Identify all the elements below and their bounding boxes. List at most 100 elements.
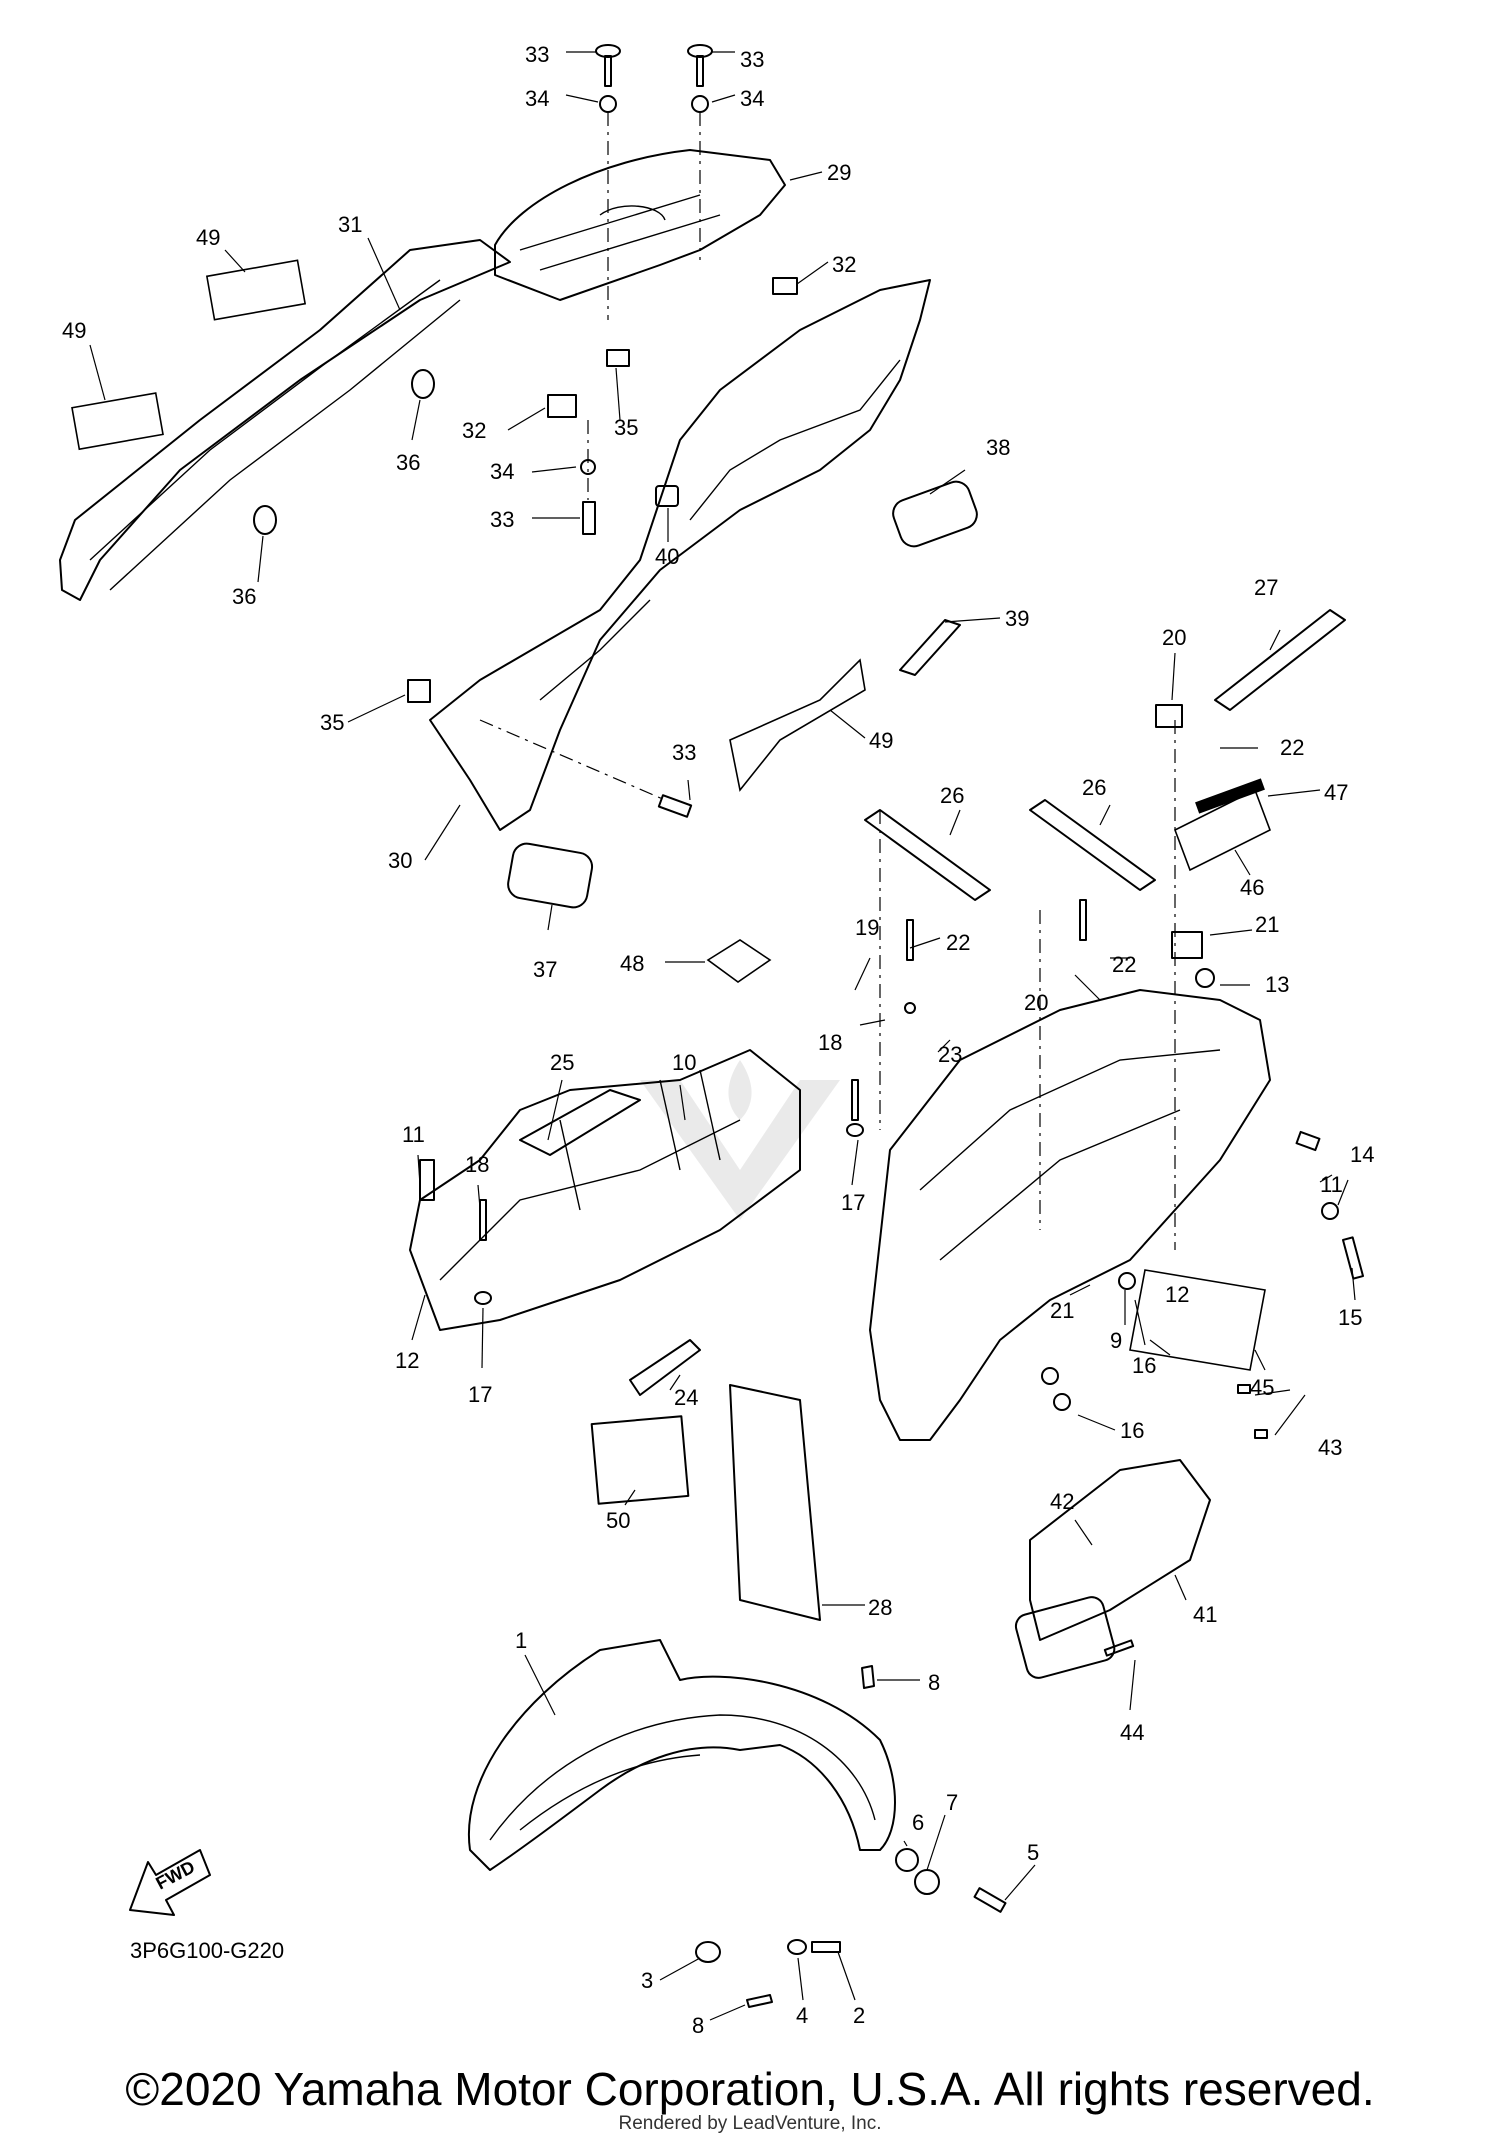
callout-11[interactable]: 11: [402, 1122, 425, 1147]
part-49-decal-c[interactable]: [729, 658, 866, 792]
bolt-33-lower[interactable]: [479, 420, 693, 818]
part-8-decal-b[interactable]: [746, 1994, 773, 2008]
callout-6[interactable]: 6: [912, 1810, 924, 1835]
callout-5[interactable]: 5: [1027, 1840, 1039, 1865]
callout-20[interactable]: 20: [1024, 990, 1048, 1015]
callout-27[interactable]: 27: [1254, 575, 1278, 600]
part-46-decal[interactable]: [1173, 788, 1272, 872]
part-25-strap[interactable]: [519, 1089, 641, 1156]
callout-41[interactable]: 41: [1193, 1602, 1217, 1627]
callout-24[interactable]: 24: [674, 1385, 698, 1410]
part-42-cover[interactable]: [1013, 1594, 1117, 1680]
callout-34[interactable]: 34: [525, 86, 549, 111]
callout-50[interactable]: 50: [606, 1508, 630, 1533]
callout-34[interactable]: 34: [490, 459, 514, 484]
callout-37[interactable]: 37: [533, 957, 557, 982]
part-24-bracket[interactable]: [629, 1339, 701, 1396]
callout-22[interactable]: 22: [1280, 735, 1304, 760]
callout-43[interactable]: 43: [1318, 1435, 1342, 1460]
callout-12[interactable]: 12: [1165, 1282, 1189, 1307]
callout-39[interactable]: 39: [1005, 606, 1029, 631]
callout-30[interactable]: 30: [388, 848, 412, 873]
callout-21[interactable]: 21: [1050, 1298, 1074, 1323]
callout-8[interactable]: 8: [692, 2013, 704, 2038]
callout-33[interactable]: 33: [490, 507, 514, 532]
part-26-strap-a[interactable]: [864, 809, 991, 901]
callout-17[interactable]: 17: [841, 1190, 865, 1215]
part-40-damper[interactable]: [655, 485, 679, 507]
part-37-seal[interactable]: [506, 841, 594, 909]
callout-31[interactable]: 31: [338, 212, 362, 237]
callout-49[interactable]: 49: [869, 728, 893, 753]
callout-32[interactable]: 32: [462, 418, 486, 443]
callout-22[interactable]: 22: [946, 930, 970, 955]
callout-19[interactable]: 19: [855, 915, 879, 940]
callout-12[interactable]: 12: [395, 1348, 419, 1373]
callout-14[interactable]: 14: [1350, 1142, 1374, 1167]
part-20-clamp[interactable]: [1155, 704, 1183, 728]
callout-35[interactable]: 35: [614, 415, 638, 440]
callout-49[interactable]: 49: [196, 225, 220, 250]
callout-46[interactable]: 46: [1240, 875, 1264, 900]
part-41-tail-housing[interactable]: [1029, 1459, 1211, 1641]
part-26-strap-b[interactable]: [1029, 799, 1156, 891]
callout-25[interactable]: 25: [550, 1050, 574, 1075]
callout-33[interactable]: 33: [525, 42, 549, 67]
callout-7[interactable]: 7: [946, 1790, 958, 1815]
part-21-clamp[interactable]: [1171, 931, 1203, 959]
part-28-flap[interactable]: [729, 1384, 821, 1621]
callout-8[interactable]: 8: [928, 1670, 940, 1695]
callout-47[interactable]: 47: [1324, 780, 1348, 805]
callout-29[interactable]: 29: [827, 160, 851, 185]
callout-2[interactable]: 2: [853, 2003, 865, 2028]
callout-20[interactable]: 20: [1162, 625, 1186, 650]
part-38-seal[interactable]: [889, 478, 981, 550]
part-10-battery-box[interactable]: [409, 1049, 801, 1331]
callout-17[interactable]: 17: [468, 1382, 492, 1407]
callout-44[interactable]: 44: [1120, 1720, 1144, 1745]
part-29-top-cowl[interactable]: [494, 149, 786, 301]
callout-16[interactable]: 16: [1120, 1418, 1144, 1443]
part-31-side-rail[interactable]: [59, 239, 511, 601]
callout-21[interactable]: 21: [1255, 912, 1279, 937]
callout-36[interactable]: 36: [232, 584, 256, 609]
callout-42[interactable]: 42: [1050, 1489, 1074, 1514]
callout-10[interactable]: 10: [672, 1050, 696, 1075]
callout-11[interactable]: 11: [1320, 1172, 1343, 1197]
callout-34[interactable]: 34: [740, 86, 764, 111]
callout-32[interactable]: 32: [832, 252, 856, 277]
callout-15[interactable]: 15: [1338, 1305, 1362, 1330]
fasteners-front[interactable]: [695, 1848, 1007, 1963]
part-45-decal[interactable]: [1129, 1269, 1266, 1371]
part-1-front-fender[interactable]: [467, 1639, 896, 1871]
part-49-decal-b[interactable]: [71, 392, 164, 451]
rivet-36[interactable]: [253, 369, 435, 535]
part-49-decal-a[interactable]: [205, 259, 307, 321]
part-27-strap[interactable]: [1214, 609, 1346, 711]
callout-18[interactable]: 18: [465, 1152, 489, 1177]
part-30-side-cover[interactable]: [429, 279, 931, 831]
callout-1[interactable]: 1: [515, 1628, 527, 1653]
part-9-rear-fender[interactable]: [869, 989, 1271, 1441]
callout-23[interactable]: 23: [938, 1042, 962, 1067]
callout-26[interactable]: 26: [1082, 775, 1106, 800]
part-48-label[interactable]: [706, 939, 772, 983]
part-47-stripe[interactable]: [1195, 778, 1265, 814]
callout-9[interactable]: 9: [1110, 1328, 1122, 1353]
clip-32-35[interactable]: [407, 277, 798, 703]
callout-35[interactable]: 35: [320, 710, 344, 735]
callout-36[interactable]: 36: [396, 450, 420, 475]
callout-22[interactable]: 22: [1112, 952, 1136, 977]
callout-13[interactable]: 13: [1265, 972, 1289, 997]
fasteners-middle[interactable]: [419, 899, 1365, 1657]
callout-28[interactable]: 28: [868, 1595, 892, 1620]
callout-3[interactable]: 3: [641, 1968, 653, 1993]
callout-16[interactable]: 16: [1132, 1353, 1156, 1378]
callout-4[interactable]: 4: [796, 2003, 808, 2028]
callout-40[interactable]: 40: [655, 544, 679, 569]
part-39-trim[interactable]: [899, 619, 961, 676]
part-8-decal[interactable]: [861, 1665, 875, 1689]
part-50-plate[interactable]: [590, 1415, 690, 1505]
callout-33[interactable]: 33: [740, 47, 764, 72]
callout-49[interactable]: 49: [62, 318, 86, 343]
